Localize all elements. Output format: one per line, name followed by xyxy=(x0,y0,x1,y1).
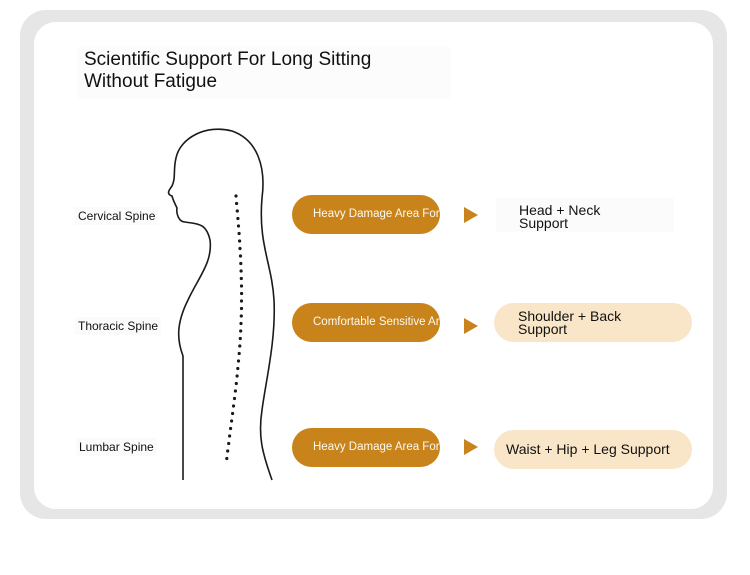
spine-dot xyxy=(236,216,240,221)
support-box-2-line-1: Shoulder + Back xyxy=(518,308,622,324)
spine-dot xyxy=(234,194,238,198)
cervical-spine-label: Cervical Spine xyxy=(75,207,159,225)
spine-dot xyxy=(232,396,237,401)
spine-dots xyxy=(225,194,244,461)
support-box-1-line-1: Head + Neck xyxy=(519,202,601,218)
support-box-3: Waist + Hip + Leg Support xyxy=(494,430,692,469)
support-box-2-text: Shoulder + Back Support xyxy=(518,308,678,337)
support-box-1: Head + Neck Support xyxy=(496,198,674,232)
spine-dot xyxy=(238,344,242,348)
area-pill-3: Heavy Damage Area For Spine xyxy=(292,428,440,467)
spine-dot xyxy=(239,284,244,288)
spine-dot xyxy=(238,246,242,251)
spine-dot xyxy=(235,209,239,213)
spine-dot xyxy=(228,434,232,438)
spine-dot xyxy=(235,374,239,378)
support-box-1-text: Head + Neck Support xyxy=(519,202,679,231)
support-box-1-line-2: Support xyxy=(519,215,569,231)
spine-dot xyxy=(236,359,241,363)
human-profile-spine-icon xyxy=(167,128,276,481)
support-box-2: Shoulder + Back Support xyxy=(494,303,692,342)
spine-dot xyxy=(237,351,241,356)
spine-dot xyxy=(239,269,243,273)
spine-dot xyxy=(234,381,238,386)
triangle-arrow-right-icon xyxy=(464,207,478,223)
spine-dot xyxy=(226,449,230,453)
thoracic-spine-label: Thoracic Spine xyxy=(75,317,162,335)
spine-dot xyxy=(230,419,234,423)
spine-dot xyxy=(239,276,243,281)
support-box-2-line-2: Support xyxy=(518,321,568,337)
spine-dot xyxy=(229,426,233,431)
spine-dot xyxy=(239,261,243,266)
spine-dot xyxy=(239,329,243,333)
spine-dot xyxy=(239,314,243,318)
spine-dot xyxy=(238,254,243,258)
area-pill-3-text: Heavy Damage Area For Spine xyxy=(313,441,440,453)
spine-dot xyxy=(227,441,231,446)
triangle-arrow-right-icon xyxy=(464,318,478,334)
spine-dot xyxy=(236,366,240,371)
spine-dot xyxy=(238,336,242,341)
spine-dot xyxy=(239,306,244,311)
area-pill-2: Comfortable Sensitive Area xyxy=(292,303,440,342)
spine-dot xyxy=(235,201,239,206)
page-title: Scientific Support For Long Sitting With… xyxy=(78,46,450,99)
triangle-arrow-right-icon xyxy=(464,439,478,455)
spine-dot xyxy=(236,224,241,228)
spine-dot xyxy=(231,404,236,408)
lumbar-spine-label: Lumbar Spine xyxy=(76,438,157,456)
spine-dot xyxy=(231,411,235,416)
spine-dot xyxy=(239,321,243,326)
spine-dot xyxy=(238,239,242,243)
support-box-3-text: Waist + Hip + Leg Support xyxy=(506,441,670,457)
body-outline xyxy=(167,128,276,481)
spine-dot xyxy=(240,291,244,296)
spine-dot xyxy=(233,389,237,393)
spine-dot xyxy=(225,456,229,461)
spine-dot xyxy=(237,231,241,236)
area-pill-2-text: Comfortable Sensitive Area xyxy=(313,316,440,328)
page-title-line-2: Without Fatigue xyxy=(84,71,218,92)
content-card xyxy=(34,22,713,509)
area-pill-1: Heavy Damage Area For Spine xyxy=(292,195,440,234)
spine-dot xyxy=(239,299,244,303)
area-pill-1-text: Heavy Damage Area For Spine xyxy=(313,208,440,220)
page-title-line-1: Scientific Support For Long Sitting xyxy=(84,49,372,70)
